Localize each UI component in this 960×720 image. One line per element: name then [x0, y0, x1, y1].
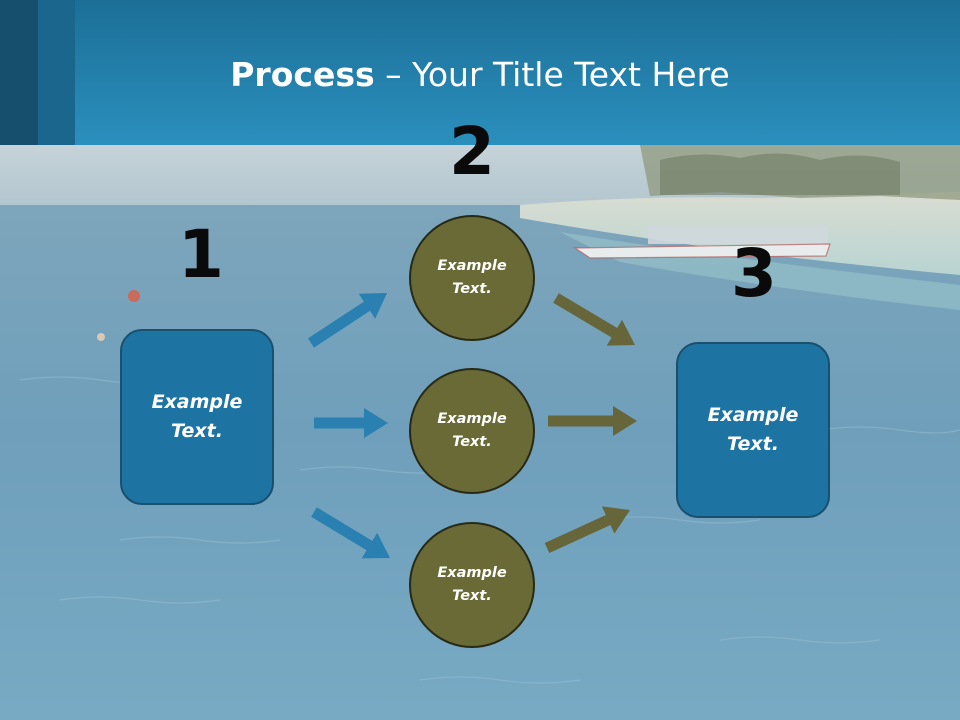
process-circle-middle: Example Text.: [409, 368, 535, 494]
arrow-from-circle-top: [553, 293, 635, 346]
title-rest: – Your Title Text Here: [374, 55, 730, 94]
step-number-2: 2: [449, 113, 495, 190]
arrow-to-circle-middle: [314, 408, 388, 438]
banner-accent-mid: [38, 0, 75, 145]
arrow-from-circle-bottom: [544, 506, 630, 553]
circle-label-top: Example Text.: [437, 258, 507, 297]
step-number-1: 1: [178, 216, 224, 293]
process-circle-bottom: Example Text.: [409, 522, 535, 648]
title-bold: Process: [230, 55, 375, 94]
step-number-3: 3: [731, 235, 777, 312]
circle-label-middle: Example Text.: [437, 411, 507, 450]
circle-label-bottom: Example Text.: [437, 565, 507, 604]
banner-accent-dark: [0, 0, 38, 145]
output-box: Example Text.: [676, 342, 830, 518]
title-banner: Process – Your Title Text Here: [0, 0, 960, 145]
process-circle-top: Example Text.: [409, 215, 535, 341]
arrow-from-circle-middle: [548, 406, 637, 436]
input-box-label: Example Text.: [151, 391, 243, 442]
arrow-to-circle-bottom: [311, 507, 390, 559]
arrow-to-circle-top: [308, 293, 387, 348]
slide-title: Process – Your Title Text Here: [0, 52, 960, 98]
output-box-label: Example Text.: [707, 404, 799, 455]
input-box: Example Text.: [120, 329, 274, 505]
